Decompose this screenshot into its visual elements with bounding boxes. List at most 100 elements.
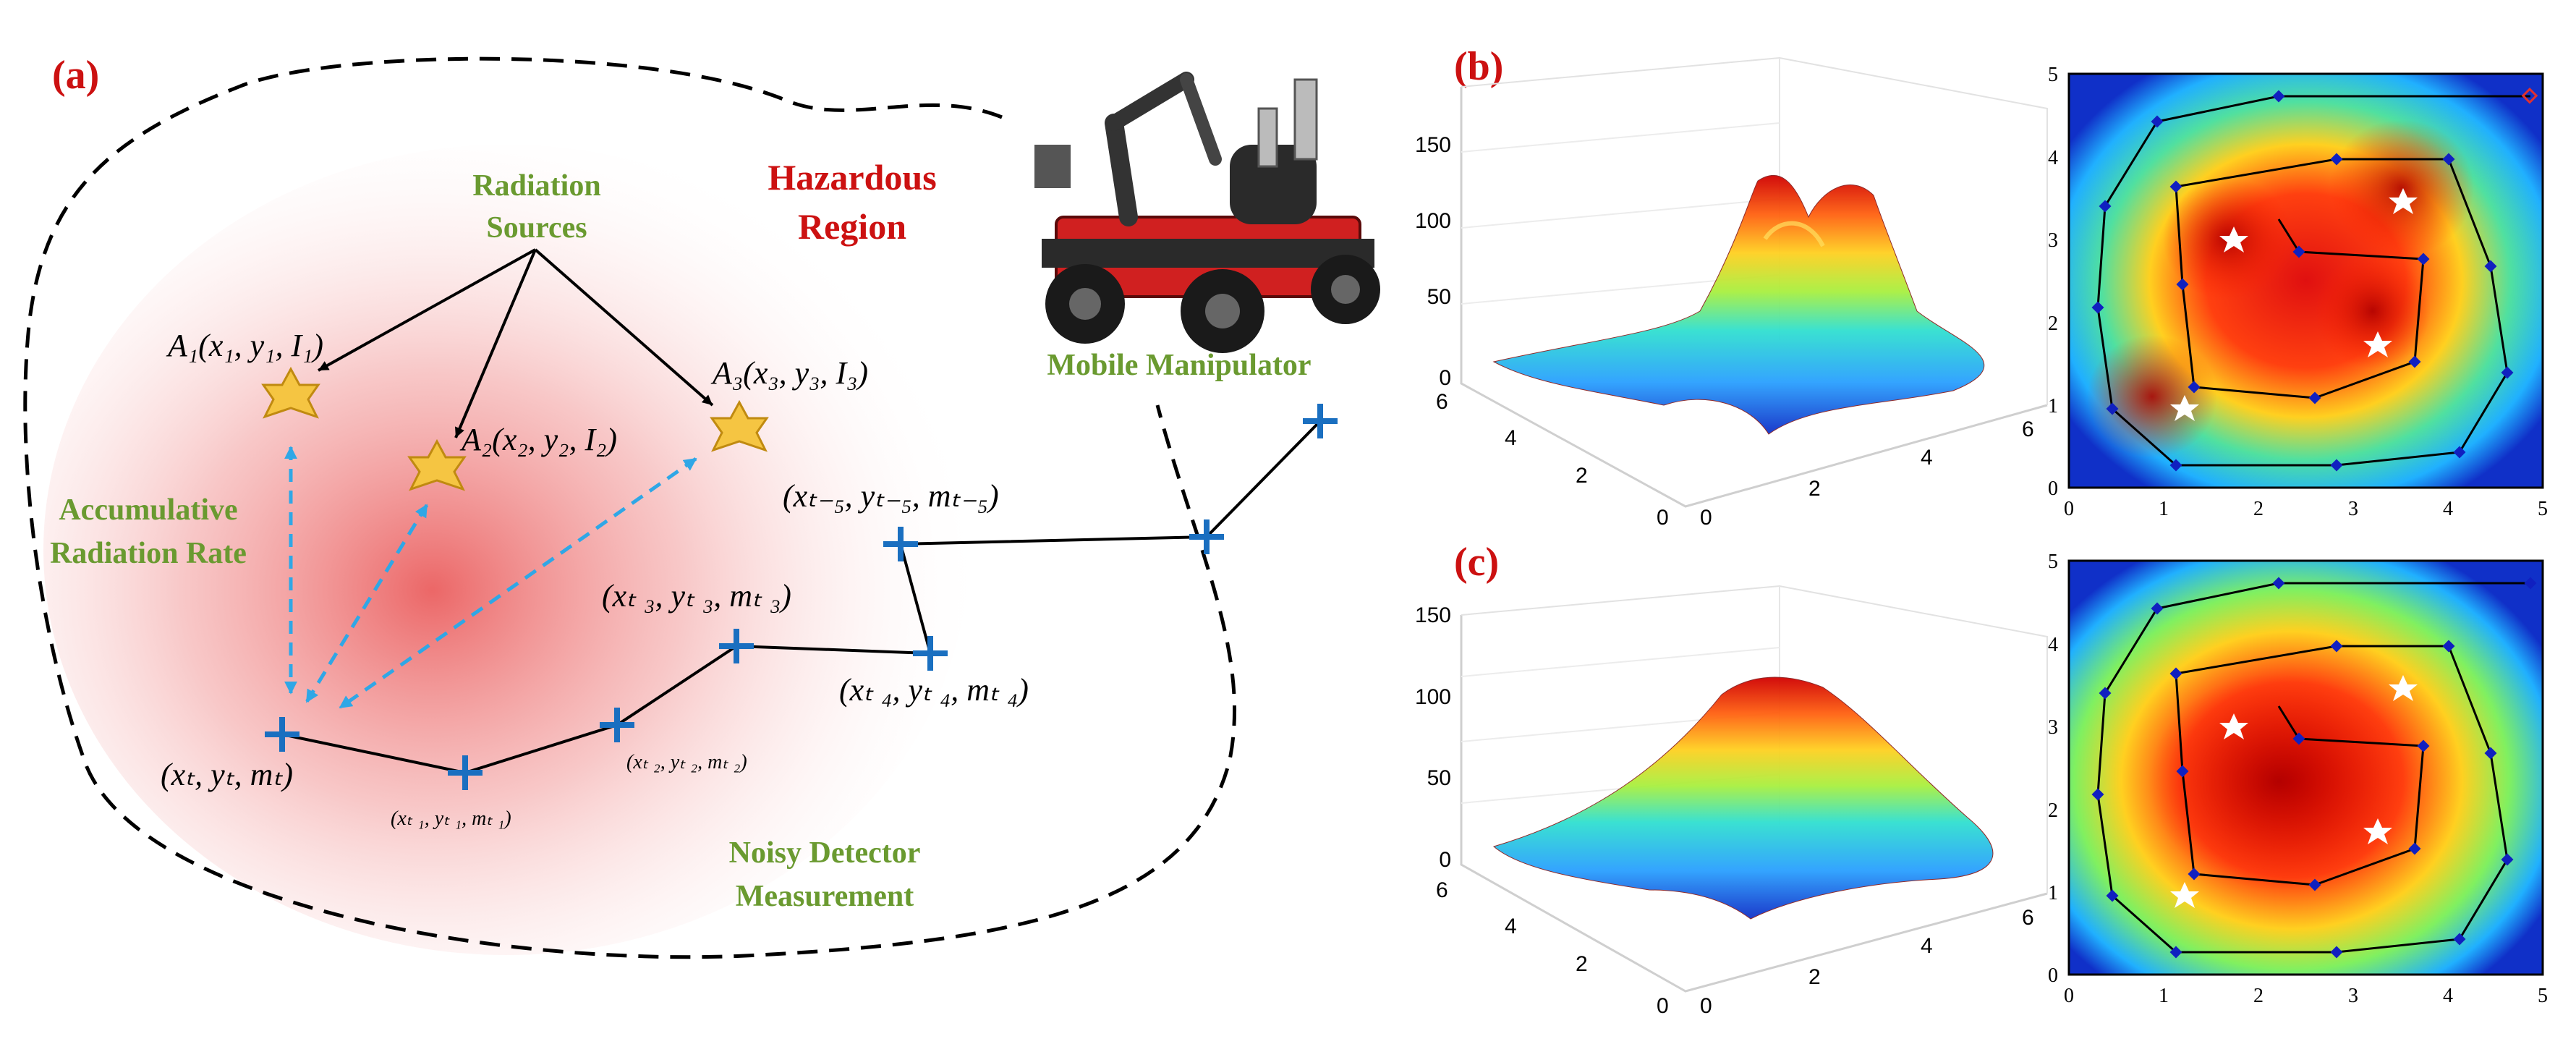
source-1-label: A₁(x₁, y₁, I₁) bbox=[166, 328, 323, 363]
svg-text:3: 3 bbox=[2348, 985, 2358, 1007]
surface-plot-b: 150 100 50 0 6 4 2 0 0 2 4 6 bbox=[1415, 56, 2048, 530]
path-inner-c bbox=[2175, 673, 2425, 886]
plus-marker-icon bbox=[600, 708, 634, 742]
svg-text:2: 2 bbox=[2048, 799, 2058, 822]
svg-text:2: 2 bbox=[2048, 313, 2058, 335]
point-t-label: (xₜ, yₜ, mₜ) bbox=[161, 757, 293, 792]
point-t4-label: (xₜ ₄, yₜ ₄, mₜ ₄) bbox=[839, 672, 1029, 708]
noisy-label-line2: Measurement bbox=[736, 880, 914, 913]
panel-c-label: (c) bbox=[1454, 540, 1499, 585]
x-tick: 4 bbox=[1921, 446, 1933, 470]
path-inner-b bbox=[2175, 186, 2425, 399]
star-icon bbox=[2170, 882, 2199, 908]
star-icon bbox=[2363, 818, 2392, 844]
star-icon bbox=[2219, 226, 2248, 253]
z-tick: 50 bbox=[1427, 766, 1451, 790]
x-tick: 6 bbox=[2022, 417, 2034, 441]
panel-b-label: (b) bbox=[1454, 44, 1503, 89]
path-outer-b bbox=[2096, 95, 2530, 467]
surface-mesh-b bbox=[1492, 174, 1985, 435]
svg-text:0: 0 bbox=[2048, 964, 2058, 987]
panel-b: (b) 150 100 50 0 6 4 2 0 0 2 4 6 bbox=[1415, 44, 2548, 530]
svg-text:5: 5 bbox=[2048, 64, 2058, 86]
heat-ticks-c: 0 1 2 3 4 5 0 1 2 3 4 5 bbox=[2048, 551, 2548, 1007]
panel-a-label: (a) bbox=[52, 53, 99, 98]
y-tick: 4 bbox=[1505, 426, 1517, 450]
svg-text:4: 4 bbox=[2048, 634, 2058, 656]
y-tick: 6 bbox=[1436, 878, 1448, 902]
panel-a: (a) Hazardous Region Radiation Sources A… bbox=[23, 53, 1380, 959]
surface-plot-c: 150 100 50 0 6 4 2 0 0 2 4 6 bbox=[1415, 585, 2048, 1018]
point-t1-label: (xₜ ₁, yₜ ₁, mₜ ₁) bbox=[391, 807, 511, 830]
svg-text:3: 3 bbox=[2048, 229, 2058, 252]
svg-text:0: 0 bbox=[2048, 478, 2058, 500]
z-tick: 100 bbox=[1415, 685, 1451, 709]
svg-text:0: 0 bbox=[2064, 985, 2074, 1007]
y-tick: 0 bbox=[1657, 506, 1669, 530]
x-tick: 0 bbox=[1700, 994, 1712, 1018]
svg-text:2: 2 bbox=[2253, 985, 2263, 1007]
point-t3-label: (xₜ ₃, yₜ ₃, mₜ ₃) bbox=[602, 578, 791, 614]
z-tick: 0 bbox=[1439, 366, 1451, 390]
plus-marker-icon bbox=[719, 629, 754, 663]
x-tick: 0 bbox=[1700, 506, 1712, 530]
x-tick: 6 bbox=[2022, 906, 2034, 930]
robot-label: Mobile Manipulator bbox=[1047, 349, 1311, 382]
heatmap-c: 0 1 2 3 4 5 0 1 2 3 4 5 bbox=[2048, 551, 2548, 1007]
svg-text:5: 5 bbox=[2538, 498, 2548, 520]
heat-ticks-b: 0 1 2 3 4 5 0 1 2 3 4 5 bbox=[2048, 64, 2548, 520]
heatmap-b: 0 1 2 3 4 5 0 1 2 3 4 5 bbox=[2048, 64, 2548, 520]
x-tick: 2 bbox=[1808, 477, 1821, 501]
svg-text:4: 4 bbox=[2443, 498, 2453, 520]
trajectory-markers bbox=[265, 404, 1338, 790]
accum-label-line1: Accumulative bbox=[59, 493, 237, 527]
robot-image bbox=[1034, 72, 1380, 353]
hazard-label-line2: Region bbox=[798, 206, 906, 247]
surface-mesh-c bbox=[1492, 676, 1994, 920]
point-t5-label: (xₜ₋₅, yₜ₋₅, mₜ₋₅) bbox=[783, 478, 999, 514]
svg-text:1: 1 bbox=[2048, 395, 2058, 417]
hazard-label-line1: Hazardous bbox=[768, 157, 936, 198]
svg-text:1: 1 bbox=[2048, 882, 2058, 904]
sources-label-line1: Radiation bbox=[472, 169, 600, 203]
plus-marker-icon bbox=[1189, 519, 1224, 554]
svg-text:1: 1 bbox=[2159, 498, 2169, 520]
point-t2-label: (xₜ ₂, yₜ ₂, mₜ ₂) bbox=[626, 751, 747, 773]
source-arrow-2 bbox=[454, 249, 537, 438]
source-arrow-1 bbox=[318, 248, 536, 372]
svg-text:5: 5 bbox=[2538, 985, 2548, 1007]
noisy-label-line1: Noisy Detector bbox=[729, 836, 921, 870]
hazardous-region-boundary bbox=[23, 56, 1236, 959]
path-outer-c bbox=[2096, 582, 2530, 954]
svg-text:4: 4 bbox=[2443, 985, 2453, 1007]
estimated-sources-c bbox=[2170, 675, 2418, 908]
x-tick: 4 bbox=[1921, 934, 1933, 958]
z-tick: 150 bbox=[1415, 133, 1451, 157]
svg-text:3: 3 bbox=[2048, 716, 2058, 739]
y-tick: 2 bbox=[1576, 952, 1588, 976]
svg-text:4: 4 bbox=[2048, 147, 2058, 169]
z-tick: 0 bbox=[1439, 848, 1451, 872]
source-stars bbox=[261, 366, 769, 491]
y-tick: 2 bbox=[1576, 464, 1588, 488]
svg-text:2: 2 bbox=[2253, 498, 2263, 520]
star-icon bbox=[2389, 188, 2418, 214]
star-icon bbox=[710, 399, 769, 452]
plus-marker-icon bbox=[448, 755, 483, 790]
star-icon bbox=[2363, 331, 2392, 357]
y-tick: 4 bbox=[1505, 915, 1517, 938]
trajectory-path bbox=[281, 420, 1322, 775]
star-icon bbox=[2170, 395, 2199, 421]
plus-marker-icon bbox=[913, 636, 948, 671]
star-icon bbox=[407, 438, 467, 491]
x-tick: 2 bbox=[1808, 965, 1821, 989]
svg-text:5: 5 bbox=[2048, 551, 2058, 573]
star-icon bbox=[2389, 675, 2418, 701]
source-arrow-3 bbox=[534, 248, 714, 407]
z-tick: 50 bbox=[1427, 285, 1451, 309]
panel-c: (c) 150 100 50 0 6 4 2 0 0 2 4 6 bbox=[1415, 540, 2548, 1018]
plus-marker-icon bbox=[1303, 404, 1338, 438]
plus-marker-icon bbox=[265, 717, 299, 752]
accum-label-line2: Radiation Rate bbox=[50, 537, 247, 570]
